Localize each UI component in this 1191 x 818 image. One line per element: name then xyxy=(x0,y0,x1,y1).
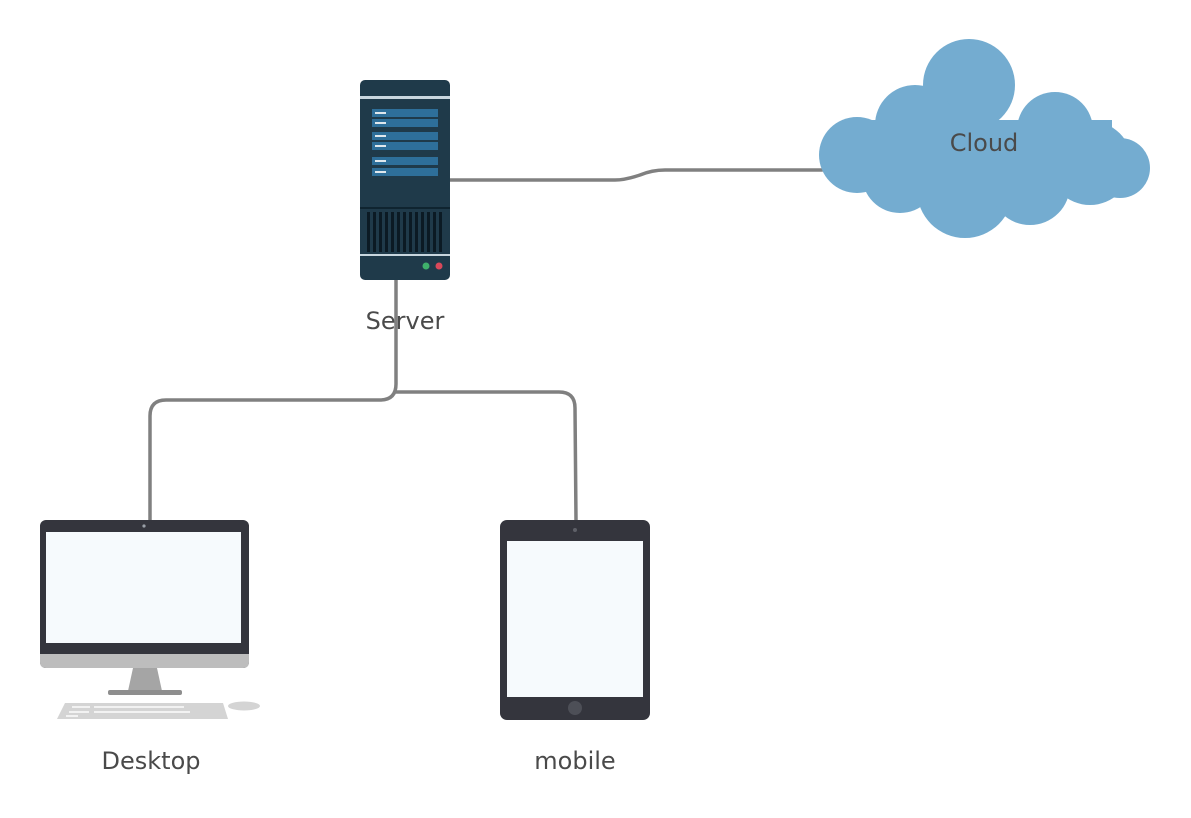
connector-server-cloud xyxy=(448,168,824,182)
server-icon xyxy=(360,80,450,280)
mobile-label: mobile xyxy=(534,747,616,775)
tablet-home-button xyxy=(568,701,582,715)
connector-server-mobile xyxy=(394,390,578,522)
server-status-light-green xyxy=(422,262,430,270)
connectors xyxy=(148,168,824,522)
server-status-light-red xyxy=(435,262,443,270)
server-drive-slots xyxy=(372,109,438,176)
desktop-screen xyxy=(46,532,241,643)
cloud-icon xyxy=(819,39,1150,238)
server-label: Server xyxy=(365,307,445,335)
tablet-camera xyxy=(573,528,577,532)
keyboard-icon xyxy=(57,703,228,719)
cloud-label: Cloud xyxy=(949,129,1019,157)
server-vent-grille xyxy=(367,212,442,252)
tablet-screen xyxy=(507,541,643,697)
desktop-camera xyxy=(142,524,146,528)
desktop-stand xyxy=(128,668,162,691)
mouse-icon xyxy=(228,701,260,711)
tablet-icon xyxy=(500,520,650,720)
desktop-label: Desktop xyxy=(101,747,201,775)
desktop-monitor-icon xyxy=(40,520,260,719)
connector-server-desktop xyxy=(148,278,398,522)
